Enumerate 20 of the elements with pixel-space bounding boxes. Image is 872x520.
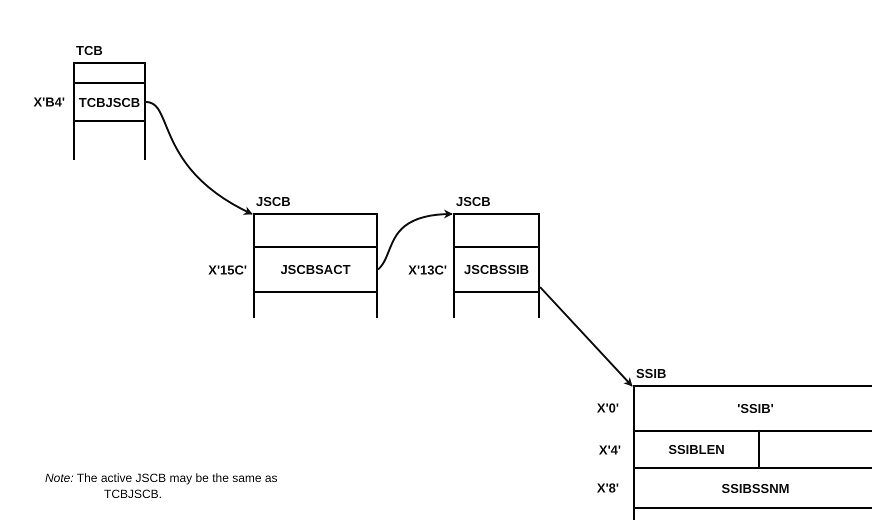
- field-name: TCBJSCB: [78, 94, 140, 110]
- offset-label: X'8': [596, 480, 619, 496]
- offset-label: X'0': [596, 400, 619, 416]
- note-text: Note: The active JSCB may be the same as TCBJSCB.: [45, 470, 279, 502]
- offset-label: X'4': [598, 442, 621, 457]
- pointer-arrow: [377, 210, 453, 270]
- pointer-arrow: [146, 101, 253, 215]
- field-name: SSIBSSNM: [722, 480, 790, 496]
- block-name: TCB: [75, 44, 104, 60]
- offset-label: X'13C': [408, 262, 447, 277]
- field-name: JSCBSACT: [280, 262, 351, 277]
- block-name: JSCB: [255, 195, 292, 211]
- offset-label: X'15C': [208, 262, 247, 277]
- field-name: JSCBSSIB: [464, 262, 530, 277]
- field-name: 'SSIB': [737, 401, 774, 416]
- block-name: JSCB: [455, 195, 492, 211]
- field-name: SSIBLEN: [668, 442, 725, 457]
- block-name: SSIB: [635, 367, 668, 383]
- offset-label: X'B4': [34, 94, 65, 110]
- pointer-arrow: [539, 286, 633, 387]
